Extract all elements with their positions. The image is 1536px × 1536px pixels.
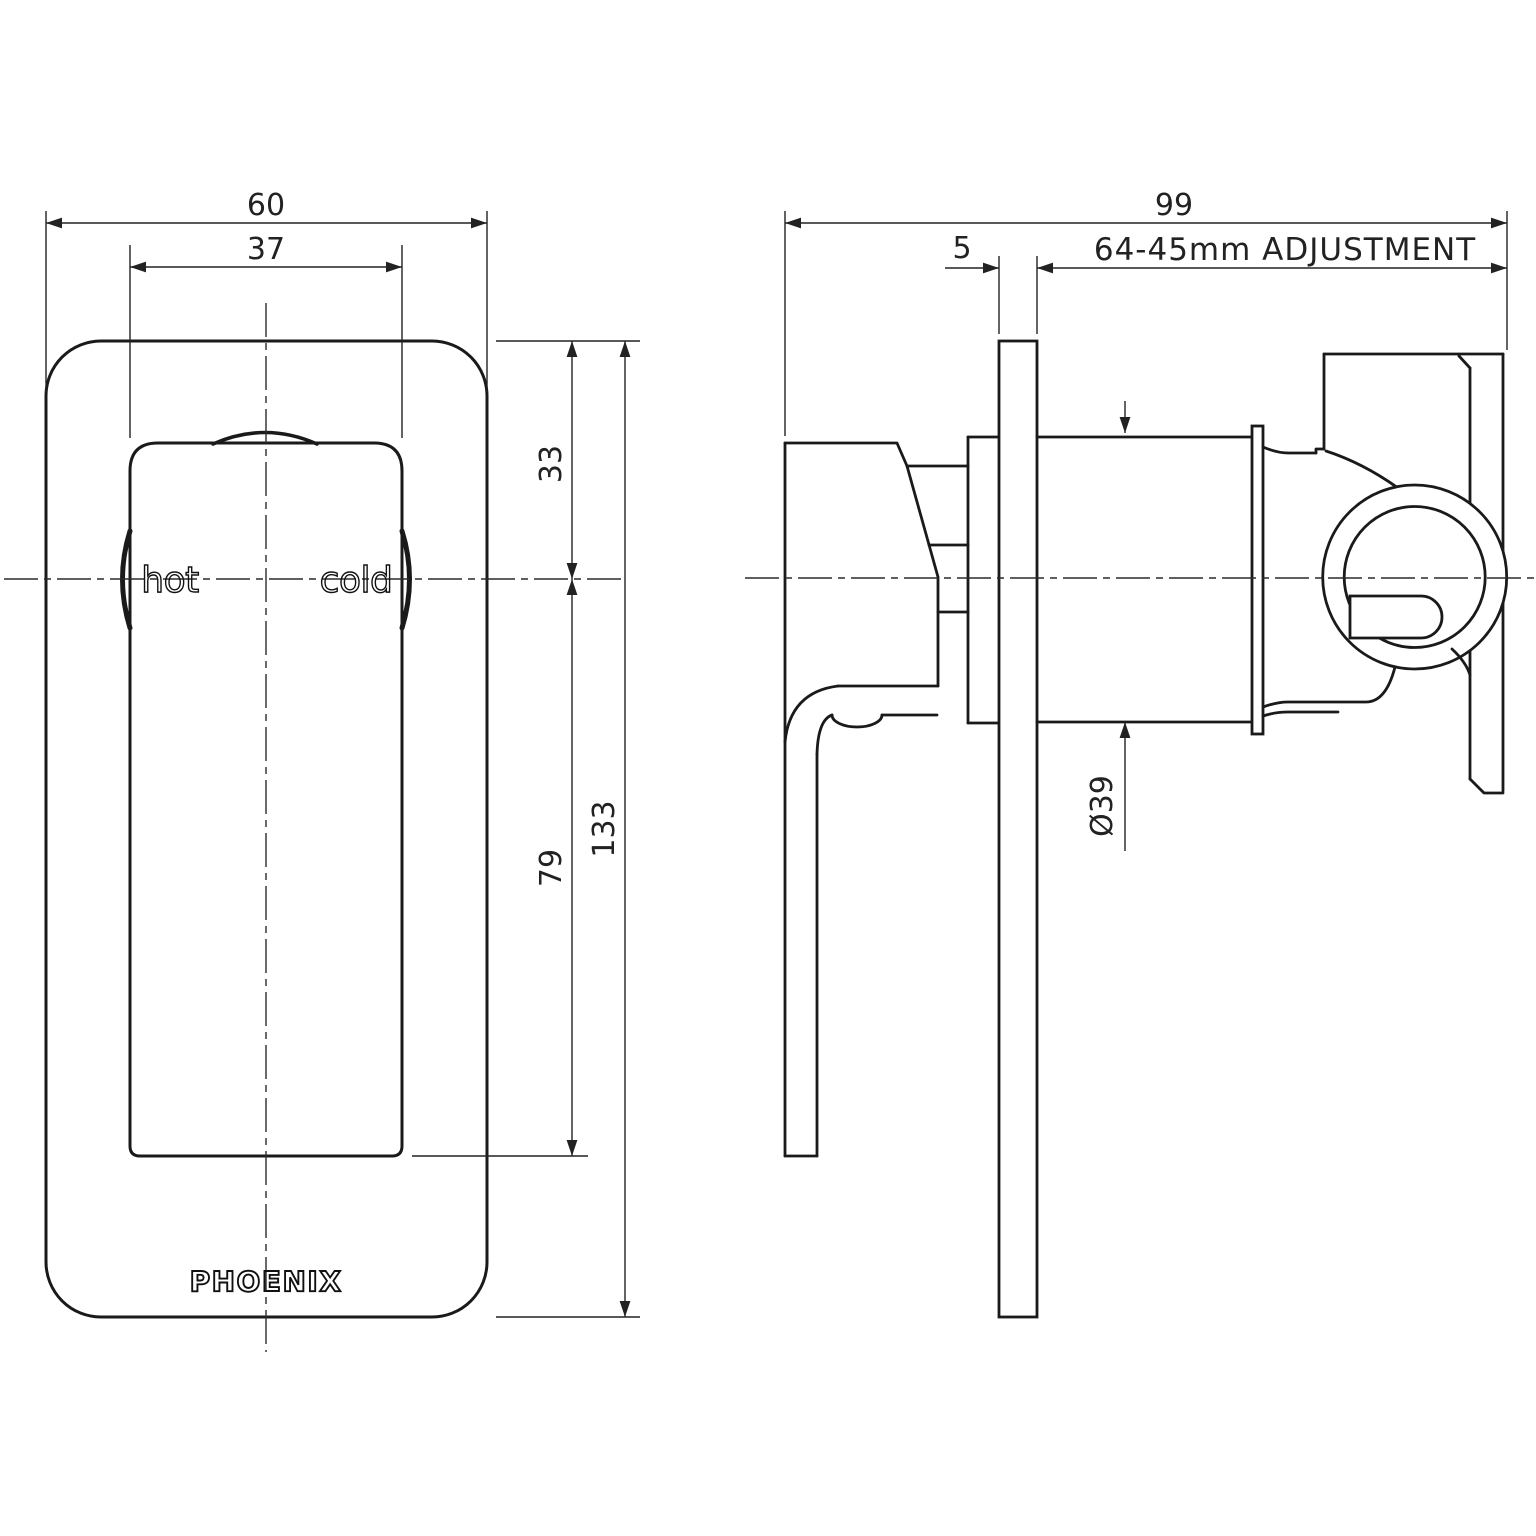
dim-diameter-label: Ø39: [1085, 775, 1120, 837]
hot-label: hot: [141, 560, 199, 601]
dim-plate-thickness-label: 5: [952, 231, 971, 266]
handle-pivot-dome-arc: [211, 430, 319, 446]
front-view: hot cold PHOENIX 60 37 33 79 133: [4, 188, 640, 1352]
front-handle-outline: [128, 441, 404, 1158]
cold-label: cold: [320, 560, 393, 601]
side-view: 99 5 64-45mm ADJUSTMENT Ø39: [745, 188, 1534, 1319]
dim-handle-width-label: 37: [247, 232, 285, 267]
cartridge-flange: [1250, 424, 1265, 736]
handle-right-bulge-arc: [399, 528, 412, 631]
dim-plate-height-label: 133: [587, 800, 622, 857]
side-body-block: [966, 435, 1001, 725]
dim-plate-width-label: 60: [247, 188, 285, 223]
bracket-fillet: [1450, 647, 1472, 677]
side-lever-and-hub: [783, 441, 970, 1158]
dim-adjustment-label: 64-45mm ADJUSTMENT: [1094, 232, 1476, 268]
side-wall-plate: [997, 339, 1039, 1319]
brand-label: PHOENIX: [190, 1265, 343, 1298]
dim-depth-label: 99: [1155, 188, 1193, 223]
valve-body-cylinder: [1035, 424, 1397, 736]
dim-top-to-center-label: 33: [534, 445, 569, 483]
dim-center-to-handle-end-label: 79: [534, 849, 569, 887]
grub-screw-lens: [830, 713, 884, 729]
outlet-spout-detail: [1348, 594, 1444, 640]
